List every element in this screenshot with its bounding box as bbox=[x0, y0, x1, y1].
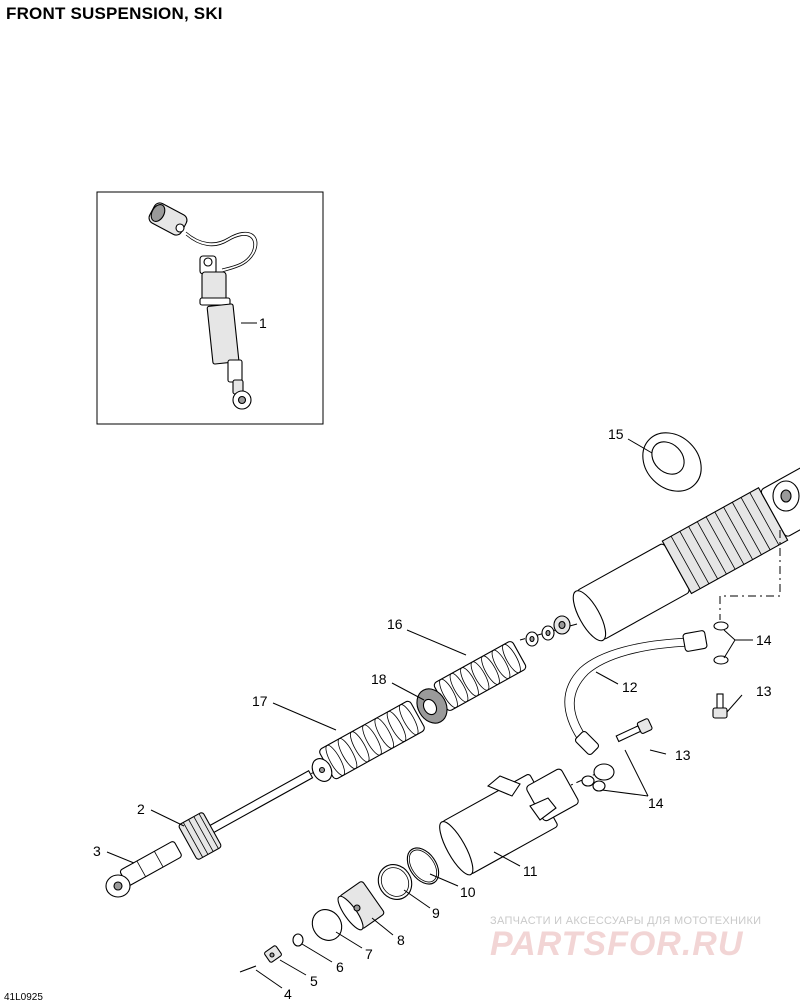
part-8-piston bbox=[337, 881, 385, 931]
watermark-logo: PARTSFOR.RU bbox=[490, 925, 744, 963]
part-10-o-ring bbox=[406, 847, 440, 885]
callout-18: 18 bbox=[371, 671, 387, 687]
part-2-shaft-assembly bbox=[178, 770, 314, 860]
shock-main-body bbox=[572, 462, 800, 642]
part-5-valve-nut bbox=[264, 945, 282, 963]
callout-17: 17 bbox=[252, 693, 268, 709]
part-6-small-o-ring bbox=[292, 933, 304, 947]
inset-reservoir bbox=[148, 202, 188, 236]
part-7-o-ring bbox=[311, 909, 343, 941]
part-13-banjo-bolt-lower bbox=[615, 718, 653, 743]
nut-and-washers bbox=[525, 615, 571, 647]
part-3-rod-eyelet bbox=[105, 841, 182, 898]
part-17-lower-spring bbox=[311, 700, 425, 782]
watermark-caption: ЗАПЧАСТИ И АКСЕССУАРЫ ДЛЯ МОТОТЕХНИКИ bbox=[490, 915, 762, 927]
callout-13a: 13 bbox=[756, 683, 772, 699]
part-13-banjo-bolt-upper bbox=[712, 693, 728, 719]
inset-assembly-box bbox=[96, 191, 324, 425]
centerline-upper bbox=[719, 530, 781, 620]
page-title: FRONT SUSPENSION, SKI bbox=[6, 4, 223, 23]
part-9-retaining-ring bbox=[377, 864, 413, 900]
part-4-screw bbox=[239, 965, 257, 973]
callout-2: 2 bbox=[137, 801, 145, 817]
part-15-dust-washer bbox=[642, 432, 702, 492]
callout-9: 9 bbox=[432, 905, 440, 921]
callout-labels: 1 15 16 18 17 12 14 13 13 14 2 3 11 10 9… bbox=[93, 315, 772, 1002]
part-16-upper-spring bbox=[433, 641, 527, 711]
part-12-hose bbox=[564, 630, 708, 781]
part-18-crossover-ring bbox=[416, 688, 448, 724]
callout-14a: 14 bbox=[756, 632, 772, 648]
callout-5: 5 bbox=[310, 973, 318, 989]
callout-4: 4 bbox=[284, 986, 292, 1002]
callout-7: 7 bbox=[365, 946, 373, 962]
callout-8: 8 bbox=[397, 932, 405, 948]
callout-12: 12 bbox=[622, 679, 638, 695]
leader-lines bbox=[106, 322, 753, 989]
callout-14b: 14 bbox=[648, 795, 664, 811]
callout-13b: 13 bbox=[675, 747, 691, 763]
callout-15: 15 bbox=[608, 426, 624, 442]
callout-6: 6 bbox=[336, 959, 344, 975]
callout-10: 10 bbox=[460, 884, 476, 900]
callout-16: 16 bbox=[387, 616, 403, 632]
part-11-reservoir bbox=[439, 768, 579, 876]
callout-1: 1 bbox=[259, 315, 267, 331]
drawing-number: 41L0925 bbox=[4, 992, 43, 1003]
callout-3: 3 bbox=[93, 843, 101, 859]
callout-11: 11 bbox=[523, 863, 538, 879]
svg-text:PARTSFOR.RU: PARTSFOR.RU bbox=[490, 925, 744, 963]
part-14-banjo-o-rings bbox=[581, 621, 729, 792]
inset-shock-body bbox=[199, 255, 252, 410]
